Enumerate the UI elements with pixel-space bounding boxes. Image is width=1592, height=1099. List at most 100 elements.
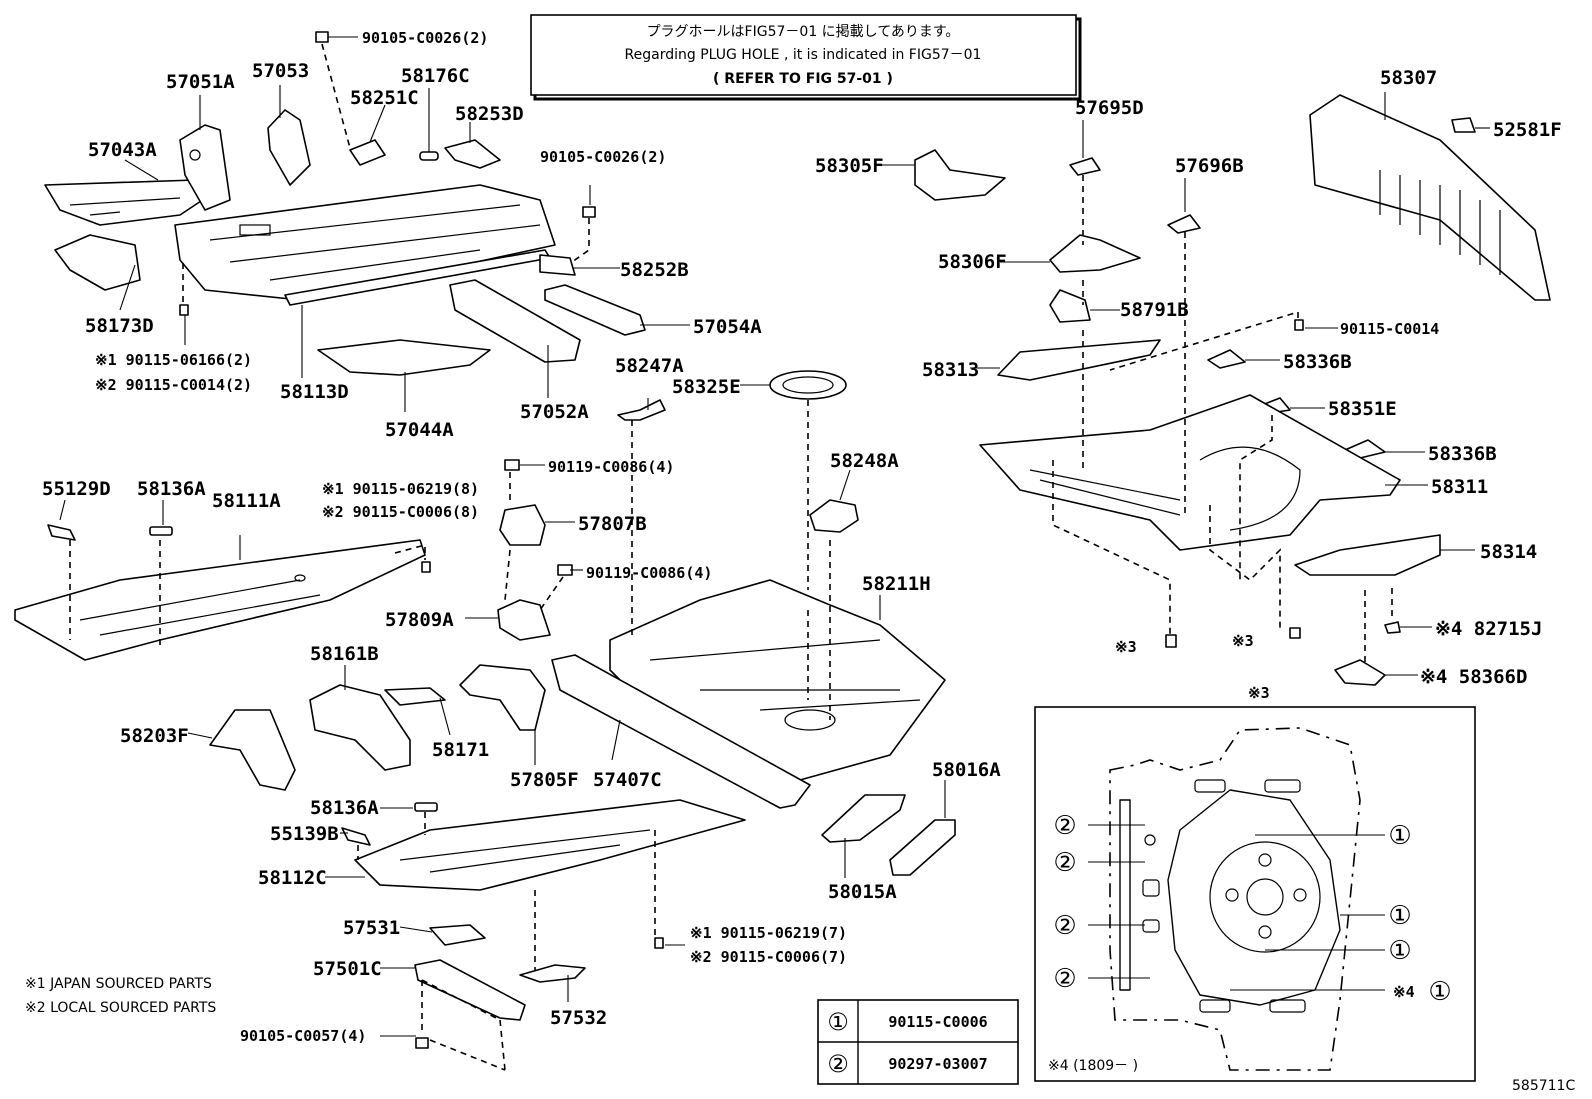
label-58136A-b: 58136A bbox=[310, 797, 379, 819]
label-58336B-b: 58336B bbox=[1428, 443, 1497, 465]
detail-callout-2-b: ② bbox=[1053, 848, 1076, 878]
part-58325E-shape bbox=[769, 370, 847, 400]
label-58161B: 58161B bbox=[310, 643, 379, 665]
part-57807B-shape bbox=[499, 504, 546, 546]
label-58247A: 58247A bbox=[615, 355, 684, 377]
part-labels: 90105-C0026(2) 57051A 57053 58176C 58251… bbox=[42, 29, 1562, 1045]
legend-part-1: 90115-C0006 bbox=[888, 1013, 987, 1031]
label-57809A: 57809A bbox=[385, 609, 454, 631]
part-58015A-shape bbox=[821, 794, 906, 843]
label-58311: 58311 bbox=[1431, 476, 1488, 498]
label-s3-right: ※3 bbox=[1232, 632, 1254, 650]
part-57501C-shape bbox=[414, 959, 526, 1021]
label-58136A-a: 58136A bbox=[137, 478, 206, 500]
label-57051A: 57051A bbox=[166, 71, 235, 93]
label-55139B: 55139B bbox=[270, 823, 339, 845]
label-90115-06219-7: ※1 90115-06219(7) bbox=[690, 924, 847, 942]
part-58313-shape bbox=[997, 339, 1161, 381]
label-58305F: 58305F bbox=[815, 155, 884, 177]
label-57531: 57531 bbox=[343, 917, 400, 939]
label-58111A: 58111A bbox=[212, 490, 281, 512]
part-58136A-shape-a bbox=[149, 526, 173, 536]
part-57532-shape bbox=[519, 964, 586, 983]
label-90115-C0006-8: ※2 90115-C0006(8) bbox=[322, 503, 479, 521]
label-57696B: 57696B bbox=[1175, 155, 1244, 177]
part-58251C-shape bbox=[349, 139, 386, 166]
detail-callout-1-d: ① bbox=[1428, 977, 1451, 1007]
label-52581F: 52581F bbox=[1493, 119, 1562, 141]
label-57407C: 57407C bbox=[593, 769, 662, 791]
label-58313: 58313 bbox=[922, 359, 979, 381]
part-55129D-shape bbox=[47, 524, 76, 541]
part-58173D-shape bbox=[54, 234, 141, 291]
label-58173D: 58173D bbox=[85, 315, 154, 337]
label-57054A: 57054A bbox=[693, 316, 762, 338]
label-58113D: 58113D bbox=[280, 381, 349, 403]
detail-callout-2-a: ② bbox=[1053, 811, 1076, 841]
label-58015A: 58015A bbox=[828, 881, 897, 903]
notice-line-1: プラグホールはFIG57－01 に掲載してあります。 bbox=[647, 24, 960, 40]
part-57696B-shape bbox=[1167, 214, 1201, 234]
part-55139B-shape bbox=[341, 827, 371, 846]
part-drawings bbox=[14, 31, 1551, 1049]
detail-callout-1-c: ① bbox=[1388, 936, 1411, 966]
label-57053: 57053 bbox=[252, 60, 309, 82]
label-58253D: 58253D bbox=[455, 103, 524, 125]
part-58307-shape bbox=[1309, 94, 1551, 301]
part-58253D-shape bbox=[444, 139, 501, 169]
part-58314-shape bbox=[1294, 534, 1441, 576]
label-57532: 57532 bbox=[550, 1007, 607, 1029]
label-90115-C0006-7: ※2 90115-C0006(7) bbox=[690, 948, 847, 966]
label-57501C: 57501C bbox=[313, 958, 382, 980]
bolt-icons bbox=[179, 31, 1304, 1049]
part-58252B-shape bbox=[539, 254, 576, 276]
figure-code: 585711C bbox=[1512, 1078, 1575, 1094]
label-57807B: 57807B bbox=[578, 513, 647, 535]
label-58791B: 58791B bbox=[1120, 299, 1189, 321]
part-57052A-shape bbox=[449, 279, 581, 363]
label-58211H: 58211H bbox=[862, 573, 931, 595]
label-90115-C0014-2: ※2 90115-C0014(2) bbox=[95, 376, 252, 394]
label-58171: 58171 bbox=[432, 739, 489, 761]
detail-view: ※3 ② ② bbox=[1034, 684, 1476, 1082]
label-58251C: 58251C bbox=[350, 87, 419, 109]
part-58176C-shape bbox=[419, 151, 439, 161]
part-58016A-shape bbox=[889, 819, 956, 876]
part-57805F-shape bbox=[459, 664, 546, 731]
part-58336B-shape-a bbox=[1207, 349, 1246, 369]
part-57695D-shape bbox=[1069, 157, 1101, 176]
label-58112C: 58112C bbox=[258, 867, 327, 889]
detail-callout-1-b: ① bbox=[1388, 901, 1411, 931]
part-58203F-shape bbox=[209, 709, 296, 791]
legend-symbol-1: ① bbox=[827, 1008, 849, 1036]
detail-callout-2-c: ② bbox=[1053, 911, 1076, 941]
label-90119-C0086-a: 90119-C0086(4) bbox=[548, 458, 674, 476]
label-58307: 58307 bbox=[1380, 67, 1437, 89]
part-57043A-shape bbox=[44, 179, 211, 226]
label-58336B-a: 58336B bbox=[1283, 351, 1352, 373]
part-58136A-shape-b bbox=[414, 802, 438, 812]
notice-line-3: ( REFER TO FIG 57-01 ) bbox=[713, 71, 893, 87]
detail-title: ※3 bbox=[1248, 684, 1270, 702]
label-58325E: 58325E bbox=[672, 376, 741, 398]
legend-symbol-2: ② bbox=[827, 1050, 849, 1078]
part-57044A-shape bbox=[317, 339, 491, 376]
detail-s4-mark: ※4 bbox=[1393, 983, 1415, 1001]
label-58366D: ※4 58366D bbox=[1420, 666, 1527, 688]
label-58016A: 58016A bbox=[932, 759, 1001, 781]
part-58248A-shape bbox=[809, 499, 859, 533]
part-58171-shape bbox=[384, 687, 446, 706]
label-90105-C0026-b: 90105-C0026(2) bbox=[540, 148, 666, 166]
label-90119-C0086-b: 90119-C0086(4) bbox=[586, 564, 712, 582]
detail-s4-range: ※4 (1809－ ) bbox=[1048, 1058, 1138, 1074]
part-57051A-shape bbox=[179, 124, 231, 211]
part-58306F-shape bbox=[1049, 234, 1141, 273]
part-57407C-shape bbox=[551, 654, 811, 809]
leader-lines bbox=[59, 36, 1490, 1071]
part-57531-shape bbox=[429, 924, 486, 946]
notice-box: プラグホールはFIG57－01 に掲載してあります。 Regarding PLU… bbox=[530, 14, 1082, 101]
legend-part-2: 90297-03007 bbox=[888, 1055, 987, 1073]
label-58203F: 58203F bbox=[120, 725, 189, 747]
part-58311-shape bbox=[979, 394, 1401, 551]
